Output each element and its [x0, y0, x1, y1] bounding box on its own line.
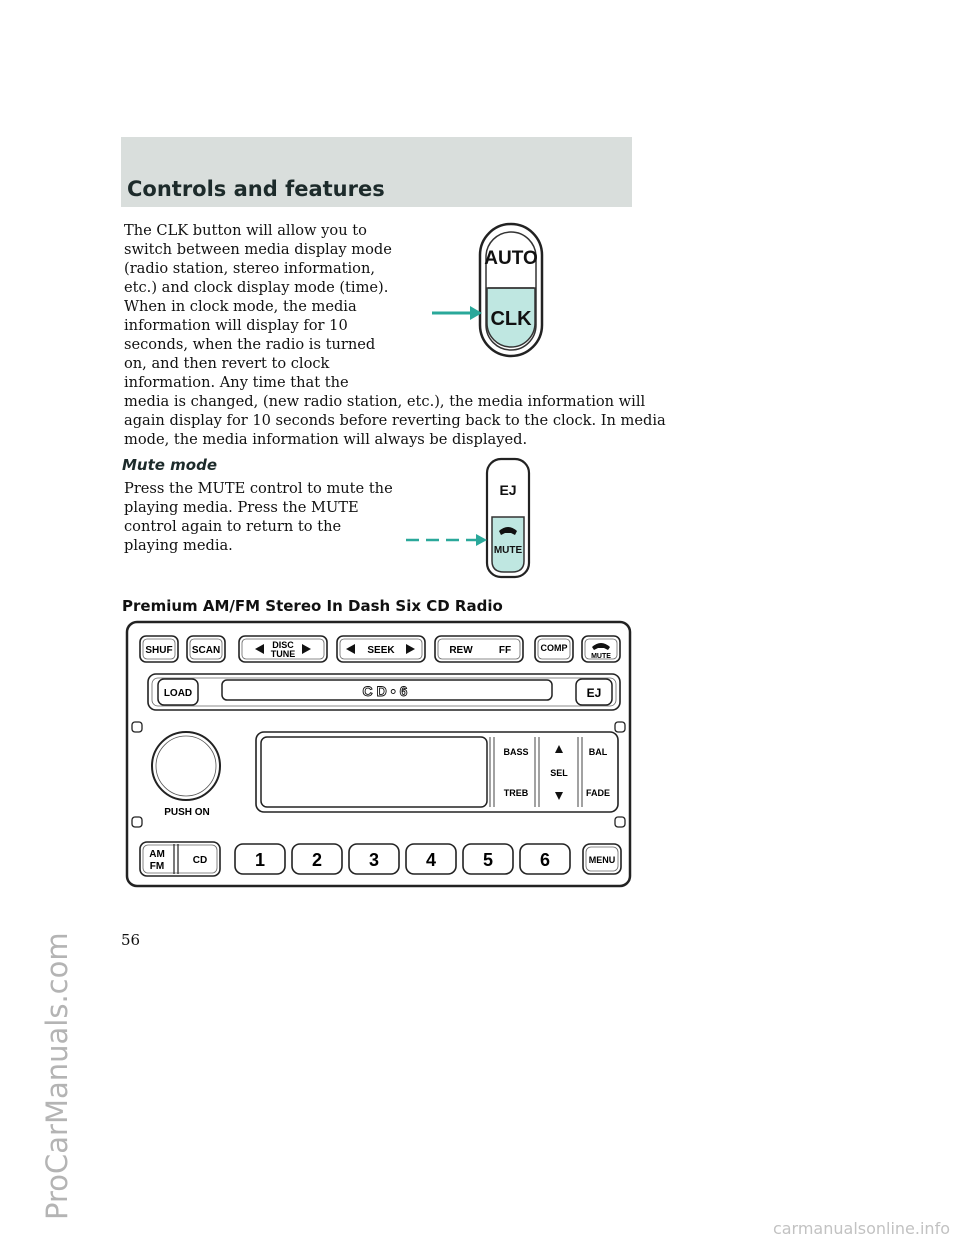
- left-arrow-icon: [255, 644, 264, 654]
- left-arrow-icon: [346, 644, 355, 654]
- disc-tune-button: DISC TUNE: [238, 635, 328, 663]
- right-arrow-icon: [406, 644, 415, 654]
- radio-section-heading: Premium AM/FM Stereo In Dash Six CD Radi…: [122, 597, 503, 615]
- svg-text:FF: FF: [499, 645, 511, 656]
- side-watermark: ProCarManuals.com: [4, 520, 74, 1220]
- phone-icon: [592, 643, 610, 650]
- comp-button: COMP: [534, 635, 574, 663]
- preset-button-5: 5: [462, 843, 514, 875]
- svg-text:MUTE: MUTE: [591, 653, 611, 660]
- mute-line: playing media.: [124, 537, 233, 554]
- svg-text:COMP: COMP: [541, 643, 568, 653]
- svg-text:3: 3: [369, 850, 379, 870]
- fade-label: FADE: [586, 788, 610, 798]
- svg-text:FM: FM: [150, 861, 164, 872]
- svg-text:MENU: MENU: [589, 855, 616, 865]
- clk-line: information will display for 10: [124, 317, 348, 334]
- load-button: LOAD: [157, 678, 199, 706]
- svg-text:DISC: DISC: [272, 640, 294, 650]
- clk-line: information. Any time that the: [124, 374, 349, 391]
- bass-label: BASS: [503, 747, 528, 757]
- scan-button: SCAN: [186, 635, 226, 663]
- side-watermark-text: ProCarManuals.com: [40, 932, 74, 1220]
- clk-line: on, and then revert to clock: [124, 355, 330, 372]
- svg-text:TUNE: TUNE: [271, 649, 296, 659]
- mute-mode-heading: Mute mode: [122, 456, 218, 474]
- clk-label: CLK: [490, 308, 532, 330]
- svg-text:CD: CD: [193, 855, 207, 866]
- rew-ff-button: REW FF: [434, 635, 524, 663]
- right-arrow-icon: [302, 644, 311, 654]
- bal-label: BAL: [589, 747, 608, 757]
- svg-text:AM: AM: [149, 849, 165, 860]
- svg-text:1: 1: [255, 850, 265, 870]
- clk-line: switch between media display mode: [124, 241, 392, 258]
- sel-label: SEL: [550, 768, 568, 778]
- clk-line: The CLK button will allow you to: [124, 222, 367, 239]
- up-arrow-icon: [555, 745, 563, 753]
- volume-knob: [151, 731, 221, 801]
- clk-line: etc.) and clock display mode (time).: [124, 279, 389, 296]
- clk-line: (radio station, stereo information,: [124, 260, 376, 277]
- svg-text:LOAD: LOAD: [164, 688, 192, 699]
- arrow-icon: [476, 534, 487, 546]
- clk-line: media is changed, (new radio station, et…: [124, 393, 646, 410]
- down-arrow-icon: [555, 792, 563, 800]
- arrow-icon: [470, 306, 482, 320]
- svg-text:2: 2: [312, 850, 322, 870]
- mute-line: control again to return to the: [124, 518, 342, 535]
- svg-text:5: 5: [483, 850, 493, 870]
- radio-faceplate-figure: SHUF SCAN DISC TUNE SEEK REW FF COMP MUT…: [125, 620, 632, 888]
- clk-line: seconds, when the radio is turned: [124, 336, 376, 353]
- shuf-button: SHUF: [139, 635, 179, 663]
- display-screen: [260, 736, 488, 808]
- svg-text:6: 6: [540, 850, 550, 870]
- page-title: Controls and features: [127, 177, 385, 201]
- cd-slot: [221, 679, 553, 701]
- svg-text:SCAN: SCAN: [192, 645, 220, 656]
- preset-button-2: 2: [291, 843, 343, 875]
- mute-line: Press the MUTE control to mute the: [124, 480, 393, 497]
- clk-line: When in clock mode, the media: [124, 298, 357, 315]
- svg-text:SEEK: SEEK: [367, 645, 395, 656]
- clk-line: mode, the media information will always …: [124, 431, 528, 448]
- auto-label: AUTO: [484, 248, 537, 269]
- preset-button-4: 4: [405, 843, 457, 875]
- mute-line: playing media. Press the MUTE: [124, 499, 359, 516]
- preset-button-1: 1: [234, 843, 286, 875]
- push-on-label: PUSH ON: [164, 807, 210, 818]
- page-header: Controls and features: [121, 137, 632, 207]
- preset-button-6: 6: [519, 843, 571, 875]
- svg-text:4: 4: [426, 850, 436, 870]
- svg-text:SHUF: SHUF: [145, 645, 172, 656]
- clk-button-figure: AUTO CLK: [432, 222, 544, 358]
- svg-text:EJ: EJ: [587, 686, 602, 700]
- preset-button-3: 3: [348, 843, 400, 875]
- svg-text:REW: REW: [449, 645, 473, 656]
- am-fm-cd-button: AM FM CD: [139, 841, 221, 877]
- mute-button: MUTE: [581, 635, 621, 663]
- menu-button: MENU: [582, 843, 622, 875]
- phone-icon: [499, 527, 517, 535]
- treb-label: TREB: [504, 788, 529, 798]
- slot-logo: CD•6: [363, 683, 412, 699]
- footer-watermark: carmanualsonline.info: [772, 1219, 950, 1238]
- clk-line: again display for 10 seconds before reve…: [124, 412, 666, 429]
- mute-button-figure: EJ MUTE: [406, 457, 531, 579]
- mute-label: MUTE: [494, 545, 523, 556]
- page-number: 56: [121, 931, 141, 949]
- ej-label: EJ: [499, 482, 516, 498]
- seek-button: SEEK: [336, 635, 426, 663]
- ej-button: EJ: [575, 678, 613, 706]
